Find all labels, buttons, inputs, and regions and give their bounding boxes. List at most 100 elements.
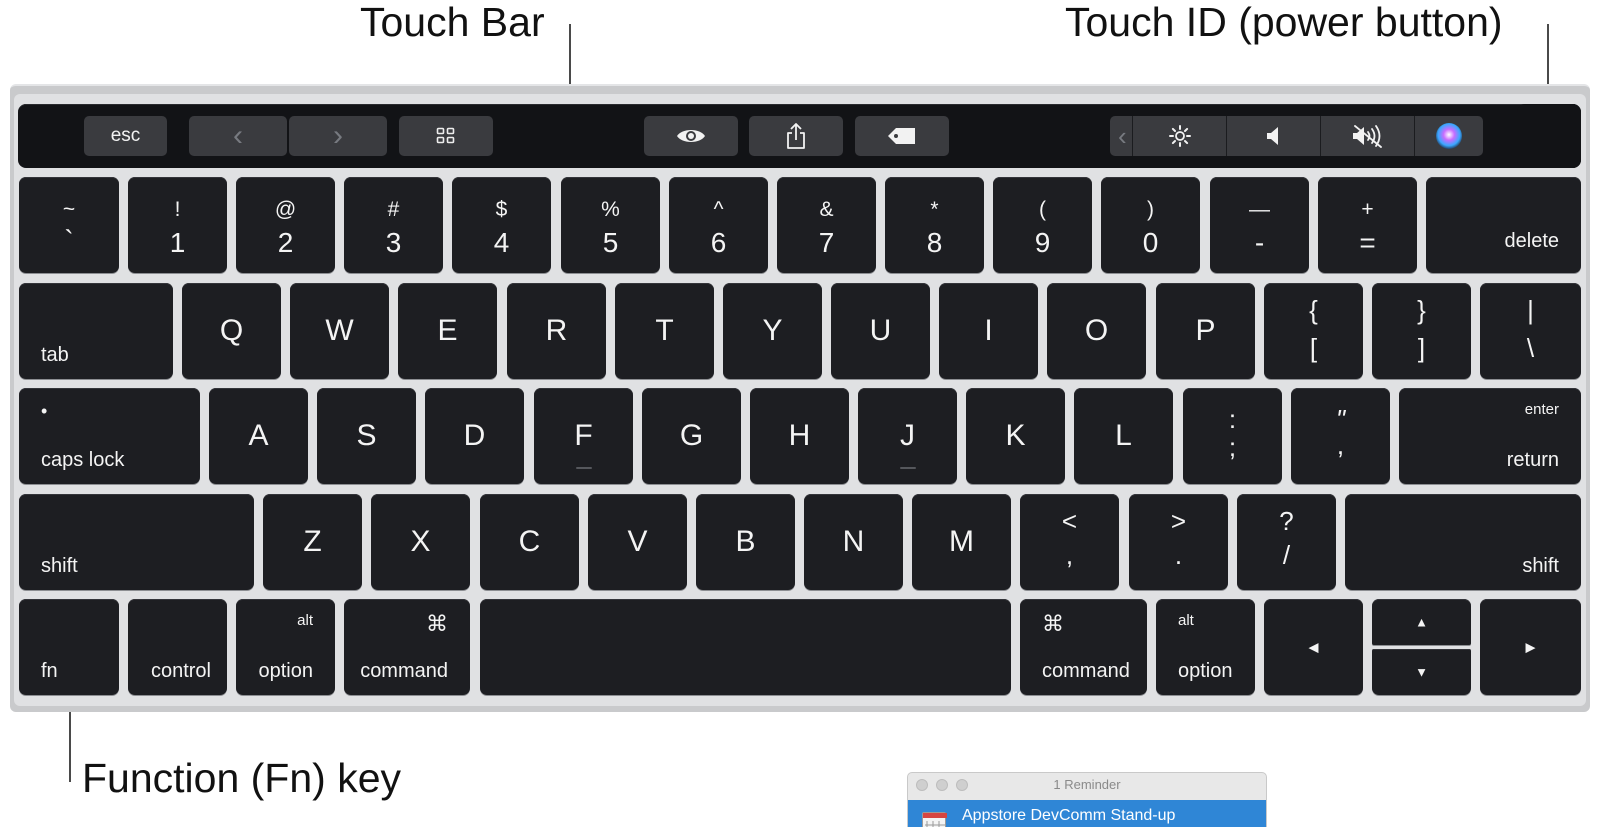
key-3[interactable]: # 3 [344, 177, 443, 273]
key-close-bracket[interactable]: } ] [1372, 283, 1471, 379]
key-z[interactable]: Z [263, 494, 362, 590]
key-7[interactable]: & 7 [777, 177, 876, 273]
key-a[interactable]: A [209, 388, 308, 484]
key-command-left[interactable]: ⌘ command [344, 599, 470, 695]
show-all-tabs-button[interactable] [399, 116, 493, 156]
siri-icon [1436, 123, 1462, 149]
volume-button[interactable] [1227, 116, 1320, 156]
key-t[interactable]: T [615, 283, 714, 379]
key-letter: P [1195, 314, 1216, 347]
key-equals[interactable]: + = [1318, 177, 1417, 273]
share-button[interactable] [749, 116, 843, 156]
key-l[interactable]: L [1074, 388, 1173, 484]
key-q[interactable]: Q [182, 283, 281, 379]
key-shift-right[interactable]: shift [1345, 494, 1581, 590]
key-1[interactable]: ! 1 [128, 177, 227, 273]
back-button[interactable]: ‹ [189, 116, 287, 156]
key-option-right[interactable]: alt option [1156, 599, 1255, 695]
key-open-bracket[interactable]: { [ [1264, 283, 1363, 379]
key-label-enter: enter [1524, 401, 1559, 418]
key-e[interactable]: E [398, 283, 497, 379]
key-x[interactable]: X [371, 494, 470, 590]
key-command-right[interactable]: ⌘ command [1020, 599, 1147, 695]
key-control[interactable]: control [128, 599, 227, 695]
key-space[interactable] [480, 599, 1011, 695]
key-label: option [258, 660, 314, 682]
key-k[interactable]: K [966, 388, 1065, 484]
key-symbol-top: ( [1039, 198, 1046, 221]
key-h[interactable]: H [750, 388, 849, 484]
key-arrow-down[interactable]: ▼ [1372, 649, 1471, 695]
key-symbol-main: 5 [602, 227, 619, 258]
window-zoom-button[interactable] [956, 779, 968, 791]
key-4[interactable]: $ 4 [452, 177, 551, 273]
key-2[interactable]: @ 2 [236, 177, 335, 273]
esc-button[interactable]: esc [84, 116, 167, 156]
key-w[interactable]: W [290, 283, 389, 379]
key-f[interactable]: F [534, 388, 633, 484]
key-n[interactable]: N [804, 494, 903, 590]
key-letter: U [869, 314, 892, 347]
key-comma[interactable]: < , [1020, 494, 1119, 590]
key-slash[interactable]: ? / [1237, 494, 1336, 590]
brightness-button[interactable] [1133, 116, 1226, 156]
key-period[interactable]: > . [1129, 494, 1228, 590]
key-c[interactable]: C [480, 494, 579, 590]
key-tab[interactable]: tab [19, 283, 173, 379]
key-option-left[interactable]: alt option [236, 599, 335, 695]
touch-bar-leader-line [569, 24, 571, 104]
key-s[interactable]: S [317, 388, 416, 484]
forward-button[interactable]: › [289, 116, 387, 156]
calendar-icon [922, 812, 947, 827]
tags-button[interactable] [855, 116, 949, 156]
key-g[interactable]: G [642, 388, 741, 484]
quick-look-button[interactable] [644, 116, 738, 156]
key-o[interactable]: O [1047, 283, 1146, 379]
key-i[interactable]: I [939, 283, 1038, 379]
key-b[interactable]: B [696, 494, 795, 590]
key-minus[interactable]: — - [1210, 177, 1309, 273]
mute-button[interactable] [1321, 116, 1414, 156]
key-v[interactable]: V [588, 494, 687, 590]
key-m[interactable]: M [912, 494, 1011, 590]
key-fn[interactable]: fn [19, 599, 119, 695]
key-letter: F [574, 419, 593, 452]
key-caps-lock[interactable]: • caps lock [19, 388, 200, 484]
window-close-button[interactable] [916, 779, 928, 791]
key-symbol-main: 0 [1142, 227, 1159, 258]
key-5[interactable]: % 5 [561, 177, 660, 273]
key-symbol-top: < [1061, 506, 1078, 536]
key-y[interactable]: Y [723, 283, 822, 379]
key-semicolon[interactable]: : ; [1183, 388, 1282, 484]
key-label-alt: alt [1178, 612, 1194, 629]
key-return[interactable]: enter return [1399, 388, 1581, 484]
key-backtick[interactable]: ~ ` [19, 177, 119, 273]
key-label: caps lock [41, 449, 125, 471]
key-backslash[interactable]: | \ [1480, 283, 1581, 379]
command-symbol-icon: ⌘ [1042, 611, 1064, 636]
key-j[interactable]: J [858, 388, 957, 484]
key-8[interactable]: * 8 [885, 177, 984, 273]
key-shift-left[interactable]: shift [19, 494, 254, 590]
key-6[interactable]: ^ 6 [669, 177, 768, 273]
key-symbol-top: { [1309, 295, 1318, 325]
key-quote[interactable]: " , [1291, 388, 1390, 484]
key-r[interactable]: R [507, 283, 606, 379]
key-symbol-main: . [1174, 540, 1183, 570]
reminder-item[interactable]: Appstore DevComm Stand-up [908, 800, 1266, 827]
key-d[interactable]: D [425, 388, 524, 484]
window-minimize-button[interactable] [936, 779, 948, 791]
siri-button[interactable] [1415, 116, 1483, 156]
touch-id-callout: Touch ID (power button) [1065, 0, 1503, 45]
key-0[interactable]: ) 0 [1101, 177, 1200, 273]
key-p[interactable]: P [1156, 283, 1255, 379]
key-arrow-up[interactable]: ▲ [1372, 599, 1471, 645]
key-symbol-top: | [1527, 295, 1534, 325]
key-u[interactable]: U [831, 283, 930, 379]
key-9[interactable]: ( 9 [993, 177, 1092, 273]
touch-id-sensor[interactable] [1517, 104, 1581, 168]
key-arrow-left[interactable]: ◀ [1264, 599, 1363, 695]
reminder-window[interactable]: 1 Reminder Appstore DevComm Stand-up [907, 772, 1267, 827]
key-arrow-right[interactable]: ▶ [1480, 599, 1581, 695]
key-delete[interactable]: delete [1426, 177, 1581, 273]
